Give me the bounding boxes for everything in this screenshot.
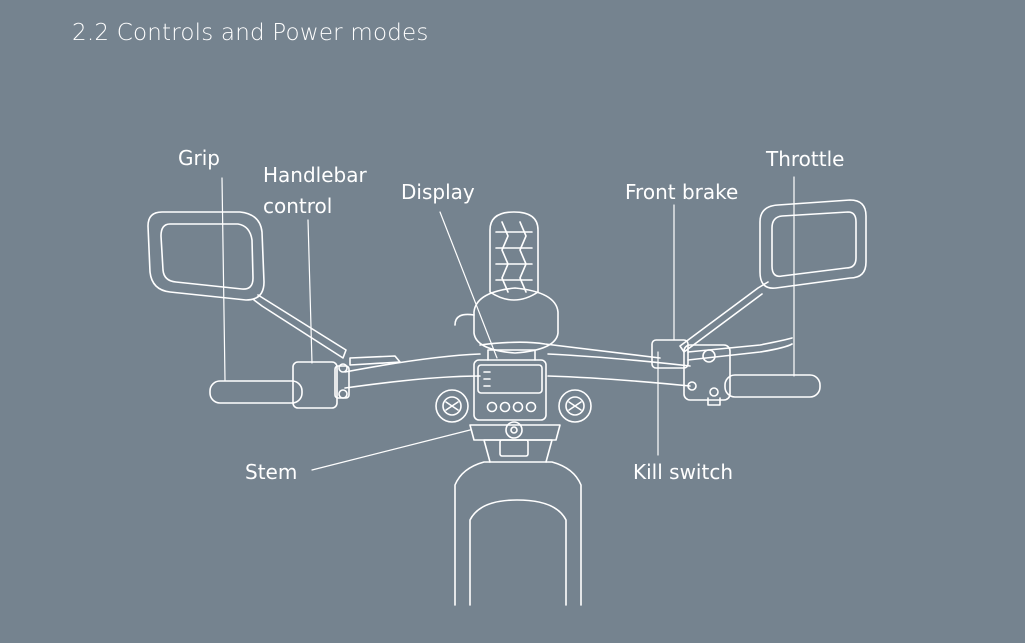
- label-grip: Grip: [178, 146, 220, 170]
- leader-display: [440, 212, 497, 358]
- display-unit: [474, 350, 546, 420]
- headlight: [455, 288, 558, 353]
- fork-tube: [490, 212, 538, 300]
- label-handlebar-control-line2: control: [263, 194, 333, 218]
- right-grip: [652, 338, 820, 405]
- label-display: Display: [401, 180, 475, 204]
- leader-grip: [222, 178, 225, 380]
- label-throttle: Throttle: [766, 147, 845, 171]
- left-mirror: [148, 212, 346, 358]
- left-knob: [436, 390, 468, 422]
- leader-stem: [312, 430, 470, 470]
- leader-lines: [222, 177, 794, 470]
- left-grip: [210, 362, 349, 408]
- right-mirror: [680, 200, 866, 352]
- label-stem: Stem: [245, 460, 298, 484]
- scooter-body: [455, 440, 581, 605]
- right-knob: [559, 390, 591, 422]
- stem-clamp: [470, 422, 560, 456]
- label-kill-switch: Kill switch: [633, 460, 733, 484]
- label-handlebar-control-line1: Handlebar: [263, 163, 367, 187]
- leader-handlebar-control: [308, 220, 312, 363]
- page-title: 2.2 Controls and Power modes: [72, 20, 429, 46]
- handlebar: [345, 342, 690, 388]
- label-front-brake: Front brake: [625, 180, 739, 204]
